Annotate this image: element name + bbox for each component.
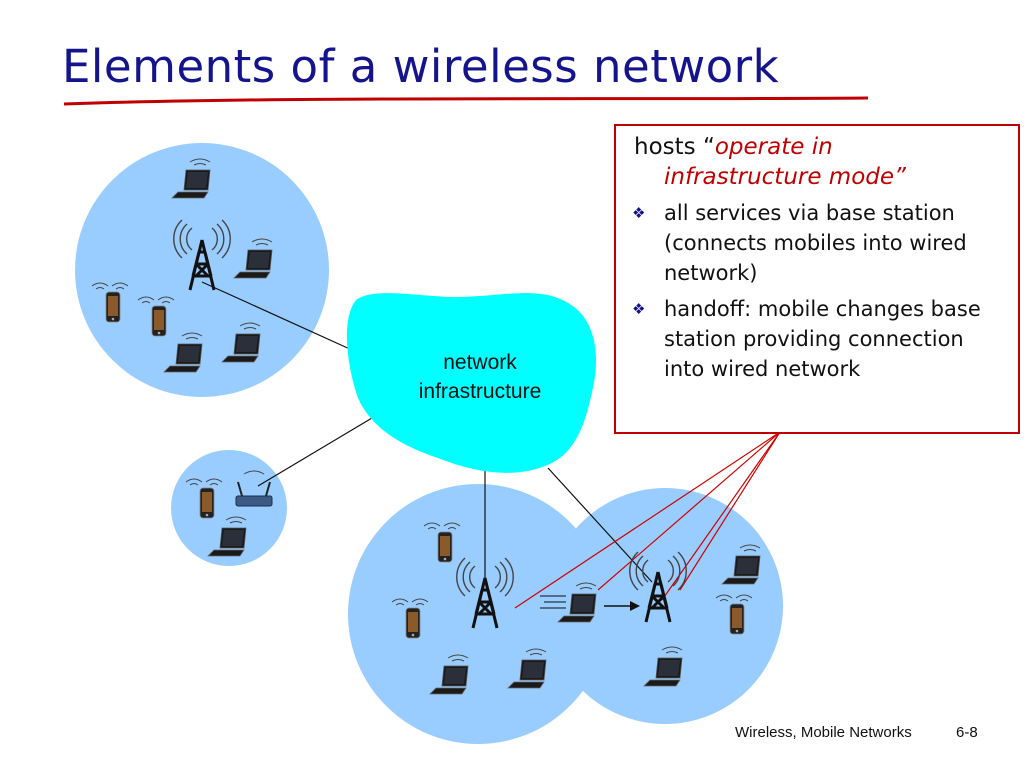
callout-pointer-3 bbox=[661, 431, 781, 601]
bullet-diamond-icon: ❖ bbox=[632, 204, 646, 222]
callout-heading-emphasis-1: operate in bbox=[714, 134, 833, 160]
callout-heading-emphasis-2: infrastructure mode” bbox=[664, 164, 906, 190]
callout-heading: hosts “operate in infrastructure mode” bbox=[634, 132, 1004, 192]
callout-bullet-text: handoff: mobile changes base station pro… bbox=[664, 297, 981, 381]
slide-title: Elements of a wireless network bbox=[62, 40, 780, 93]
cloud-label-line-2: infrastructure bbox=[418, 380, 542, 403]
bullet-diamond-icon: ❖ bbox=[632, 300, 646, 318]
callout-heading-prefix: hosts “ bbox=[634, 134, 715, 160]
footer-slide-number: 6-8 bbox=[956, 724, 978, 741]
callout-bullet-text: all services via base station (connects … bbox=[664, 201, 967, 285]
title-underline bbox=[63, 96, 869, 106]
network-infrastructure-label: network infrastructure bbox=[392, 348, 568, 406]
callout-bullet-list: ❖ all services via base station (connect… bbox=[630, 198, 1004, 384]
wired-link-2 bbox=[257, 417, 373, 487]
infrastructure-mode-callout: hosts “operate in infrastructure mode” ❖… bbox=[614, 124, 1020, 434]
callout-bullet-item: ❖ all services via base station (connect… bbox=[630, 198, 1004, 288]
footer-section-title: Wireless, Mobile Networks bbox=[735, 724, 912, 741]
callout-bullet-item: ❖ handoff: mobile changes base station p… bbox=[630, 294, 1004, 384]
callout-pointer-2 bbox=[597, 431, 781, 591]
cloud-label-line-1: network bbox=[443, 351, 517, 374]
callout-pointer-4 bbox=[679, 431, 781, 591]
wired-link-1 bbox=[201, 281, 353, 351]
handoff-arrow-icon bbox=[540, 595, 640, 611]
wired-link-4 bbox=[547, 467, 653, 583]
cell-small bbox=[171, 450, 287, 566]
wifi-router-icon bbox=[235, 470, 273, 507]
network-cloud bbox=[346, 293, 597, 473]
callout-pointer-1 bbox=[514, 431, 781, 609]
